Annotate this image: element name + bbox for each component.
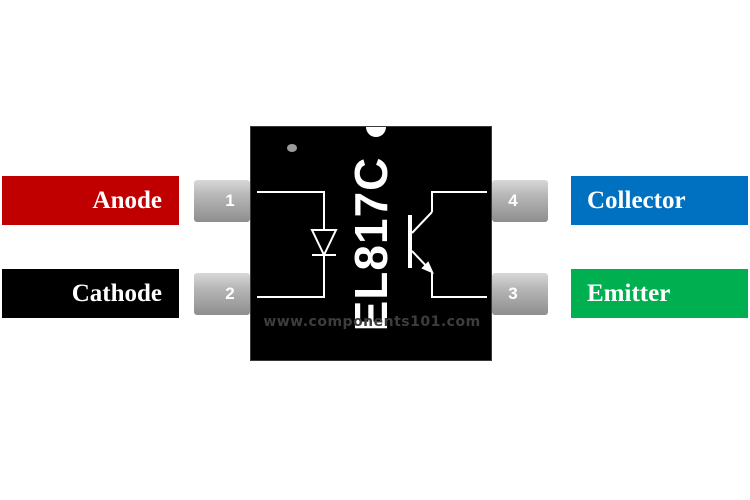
pin-number-1: 1 (225, 191, 235, 210)
pin-number-4: 4 (508, 191, 518, 210)
orientation-notch (366, 127, 386, 137)
pin-label-collector-text: Collector (587, 186, 686, 214)
pin-label-anode: Anode (2, 176, 179, 225)
led-diode-icon (257, 191, 338, 298)
pin-label-emitter: Emitter (571, 269, 748, 318)
pin-label-cathode: Cathode (2, 269, 179, 318)
watermark-text: www.components101.com (263, 314, 481, 330)
pin-label-cathode-text: Cathode (71, 279, 162, 307)
pin-label-anode-text: Anode (92, 186, 162, 214)
pin-label-emitter-text: Emitter (587, 279, 671, 307)
pin-4-lead (492, 180, 548, 222)
pin1-marker-dot (287, 144, 297, 152)
pin-1-lead (194, 180, 250, 222)
pin-2-lead (194, 273, 250, 315)
ic-package-body (250, 126, 492, 361)
pin-number-2: 2 (225, 284, 235, 303)
phototransistor-icon (408, 191, 487, 298)
pin-number-3: 3 (508, 284, 518, 303)
part-number: EL817C (345, 156, 397, 332)
pin-label-collector: Collector (571, 176, 748, 225)
pin-3-lead (492, 273, 548, 315)
